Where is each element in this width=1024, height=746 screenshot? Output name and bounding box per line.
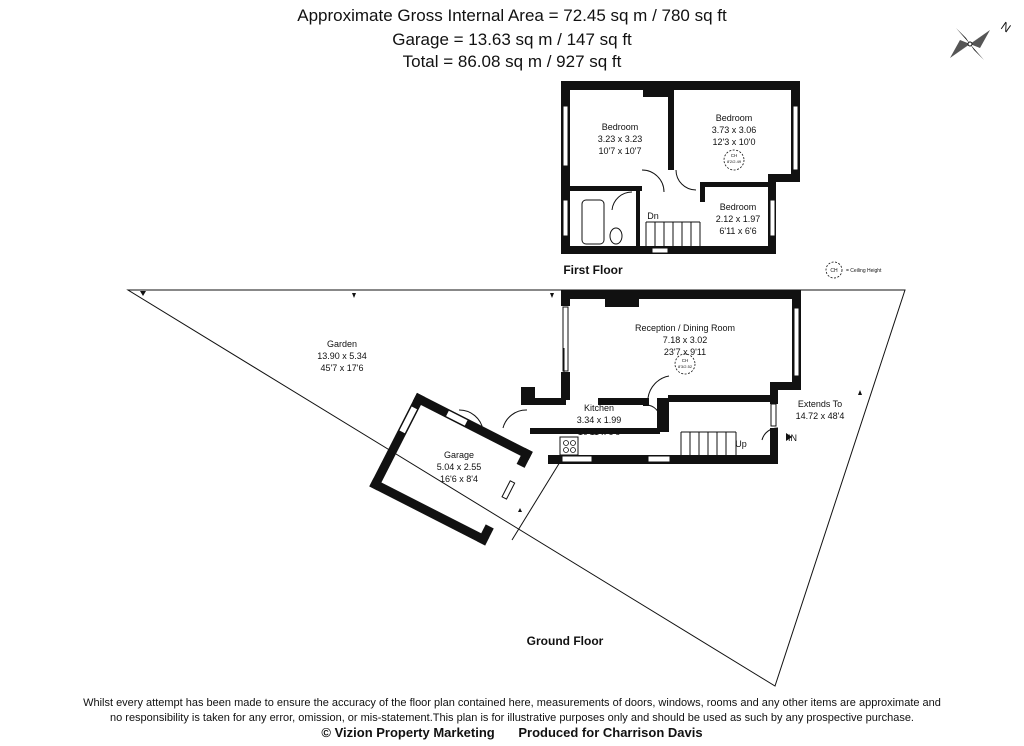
bedroom-1-metric: 3.23 x 3.23 xyxy=(598,134,643,144)
compass-north-label: N xyxy=(998,19,1013,35)
first-floor-title: First Floor xyxy=(563,263,623,277)
kitchen-metric: 3.34 x 1.99 xyxy=(577,415,622,425)
reception-metric: 7.18 x 3.02 xyxy=(663,335,708,345)
reception-ceiling-height: 8'3/2.52 xyxy=(678,364,693,369)
extends-to-value: 14.72 x 48'4 xyxy=(796,411,845,421)
bedroom-1-imperial: 10'7 x 10'7 xyxy=(599,146,642,156)
garage-name: Garage xyxy=(444,450,474,460)
extends-to-name: Extends To xyxy=(798,399,842,409)
legend-ch-symbol: CH xyxy=(830,268,838,274)
garage-area-text: Garage = 13.63 sq m / 147 sq ft xyxy=(392,30,632,49)
legend-ch-text: = Ceiling Height xyxy=(846,268,882,274)
kitchen-name: Kitchen xyxy=(584,403,614,413)
credits-bar: © Vizion Property Marketing Produced for… xyxy=(0,725,1024,740)
gross-area-text: Approximate Gross Internal Area = 72.45 … xyxy=(297,6,727,25)
compass-icon: N xyxy=(950,19,1013,60)
bedroom-2-ceiling-height: 8'2/2.49 xyxy=(727,159,742,164)
garden-imperial: 45'7 x 17'6 xyxy=(321,363,364,373)
produced-for-text: Produced for Charrison Davis xyxy=(518,725,703,740)
bedroom-2-imperial: 12'3 x 10'0 xyxy=(713,137,756,147)
disclaimer-line-1: Whilst every attempt has been made to en… xyxy=(83,697,941,709)
reception-imperial: 23'7 x 9'11 xyxy=(664,347,706,357)
reception-name: Reception / Dining Room xyxy=(635,323,735,333)
ground-floor-stairs-label: Up xyxy=(735,439,747,449)
kitchen-imperial: 10'11 x 6'6 xyxy=(578,427,620,437)
bedroom-2-name: Bedroom xyxy=(716,113,753,123)
garage-imperial: 16'6 x 8'4 xyxy=(440,474,478,484)
bedroom-3-name: Bedroom xyxy=(720,202,757,212)
bedroom-1-name: Bedroom xyxy=(602,122,639,132)
garage-metric: 5.04 x 2.55 xyxy=(437,462,482,472)
entrance-label: IN xyxy=(788,433,797,443)
garden-metric: 13.90 x 5.34 xyxy=(317,351,367,361)
ground-floor-title: Ground Floor xyxy=(527,634,604,648)
reception-ch-symbol: CH xyxy=(682,358,689,363)
bedroom-3-imperial: 6'11 x 6'6 xyxy=(719,226,756,236)
first-floor-stairs-label: Dn xyxy=(647,211,659,221)
bedroom-2-ch-symbol: CH xyxy=(731,153,738,158)
garden-name: Garden xyxy=(327,339,357,349)
ceiling-height-legend: CH = Ceiling Height xyxy=(825,261,882,279)
bedroom-3-metric: 2.12 x 1.97 xyxy=(716,214,761,224)
bedroom-2-metric: 3.73 x 3.06 xyxy=(712,125,757,135)
copyright-text: © Vizion Property Marketing xyxy=(321,725,495,740)
first-floor-plan xyxy=(561,81,800,254)
total-area-text: Total = 86.08 sq m / 927 sq ft xyxy=(402,52,622,71)
ground-floor-plan xyxy=(126,289,906,687)
disclaimer-line-2: no responsibility is taken for any error… xyxy=(109,712,914,724)
